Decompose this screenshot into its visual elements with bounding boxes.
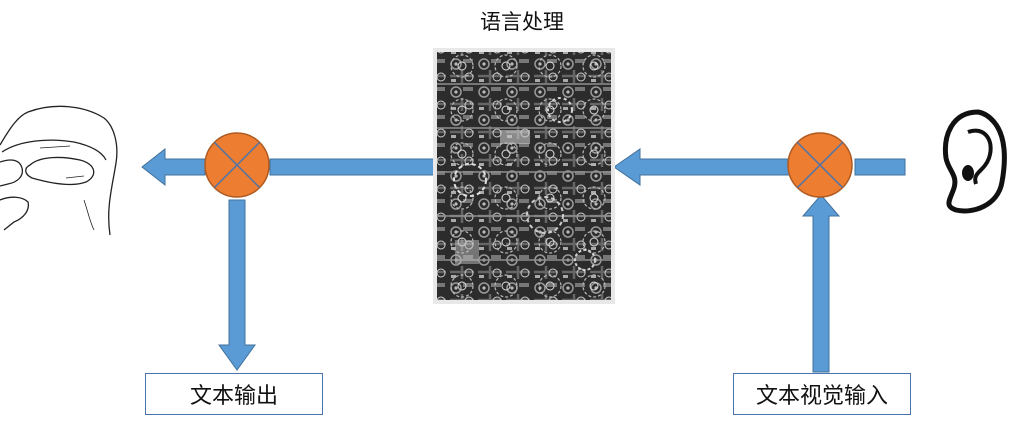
text-visual-input-box: 文本视觉输入 [733, 373, 911, 415]
mouth-profile-icon [0, 105, 118, 236]
processor-title: 语言处理 [480, 10, 564, 34]
junction-down-arrow [218, 199, 256, 371]
text-output-box: 文本输出 [145, 373, 323, 415]
machinery-image [433, 48, 615, 304]
right-summing-junction-icon [787, 132, 853, 198]
input-box-up-arrow [801, 194, 841, 373]
junction-to-processor-arrow [613, 148, 801, 186]
input-arrow-line [854, 158, 906, 176]
output-to-mouth-arrow [141, 147, 206, 187]
processor-to-junction-arrow [269, 158, 438, 176]
left-summing-junction-icon [204, 132, 270, 198]
ear-icon [942, 109, 1007, 214]
